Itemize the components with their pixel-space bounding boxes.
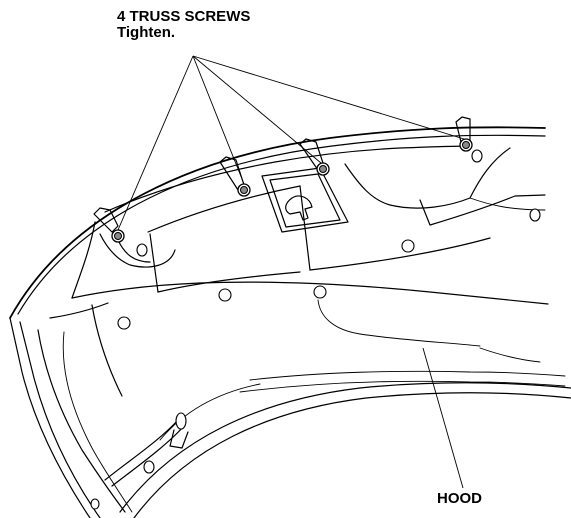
mounting-hole-icon [90,498,100,510]
truss-screws-instruction: Tighten. [117,24,176,41]
truss-screw-icon [316,162,330,176]
mounting-holes [90,149,541,510]
mounting-hole-icon [218,288,232,302]
hood-inner-panel [37,221,549,513]
mounting-hole-icon [401,239,415,253]
hood-callout: HOOD [437,490,482,507]
truss-screw-icon [111,229,125,243]
mounting-hole-icon [529,208,541,222]
mounting-hole-icon [117,316,131,330]
screw-leader-lines [117,55,465,231]
truss-screws-title: 4 TRUSS SCREWS [117,8,251,25]
mounting-hole-icon [313,285,327,299]
mounting-hole-icon [136,243,148,257]
hood-outer-edge [9,126,546,518]
truss-screws [111,138,473,243]
truss-screws-callout: 4 TRUSS SCREWS Tighten. [117,9,250,41]
hood-leader-line [422,347,464,489]
mounting-hole-icon [143,460,155,474]
inner-contours [119,299,571,518]
lower-left-bracket [104,412,189,487]
mounting-hole-icon [471,149,483,163]
truss-screw-icon [459,138,473,152]
truss-screw-icon [237,183,251,197]
latch-recess [261,167,349,233]
left-inner-reinforcement [91,233,176,397]
